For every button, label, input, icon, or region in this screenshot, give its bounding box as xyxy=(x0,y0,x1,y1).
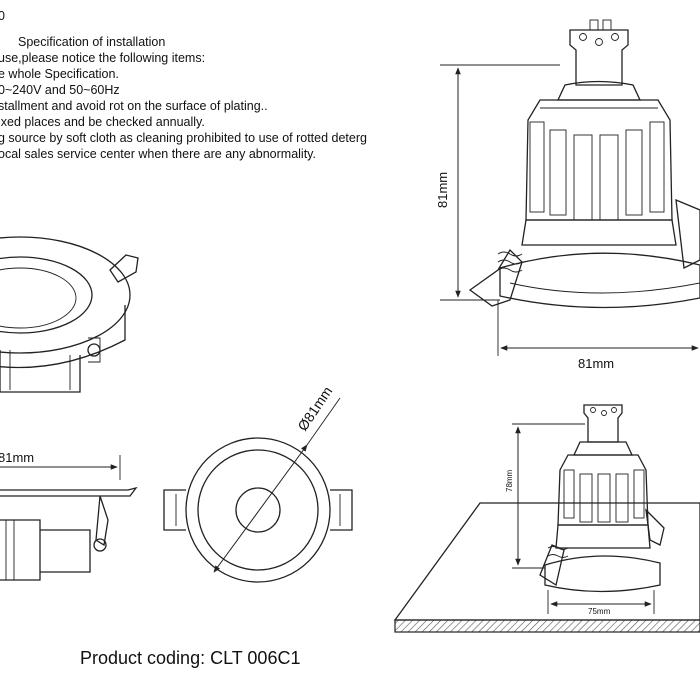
installation-view: 78mm 75mm xyxy=(393,404,700,633)
spec-line-7: ocal sales service center when there are… xyxy=(0,147,316,161)
install-cutout-label: 75mm xyxy=(588,607,611,616)
install-height-label: 78mm xyxy=(505,469,514,492)
diameter-label: Ø81mm xyxy=(294,383,335,433)
spec-line-4: stallment and avoid rot on the surface o… xyxy=(0,99,268,113)
top-width-label: 81mm xyxy=(578,356,614,371)
spec-heading: Specification of installation xyxy=(18,35,166,49)
spec-line-5: ixed places and be checked annually. xyxy=(0,115,205,129)
spec-line-6: g source by soft cloth as cleaning prohi… xyxy=(0,131,367,145)
spec-line-2: e whole Specification. xyxy=(0,67,119,81)
spec-line-3: 0~240V and 50~60Hz xyxy=(0,83,120,97)
side-view-large: 81mm 81mm xyxy=(435,19,700,371)
top-height-label: 81mm xyxy=(435,172,450,208)
side-width-label: 81mm xyxy=(0,450,34,465)
plan-view: Ø81mm xyxy=(163,383,353,583)
side-elevation-view: 81mm xyxy=(0,450,138,581)
spec-line-1: use,please notice the following items: xyxy=(0,51,206,65)
trim-perspective-view xyxy=(0,236,139,393)
page-marker: 0 xyxy=(0,9,5,23)
product-code: Product coding: CLT 006C1 xyxy=(80,648,301,668)
